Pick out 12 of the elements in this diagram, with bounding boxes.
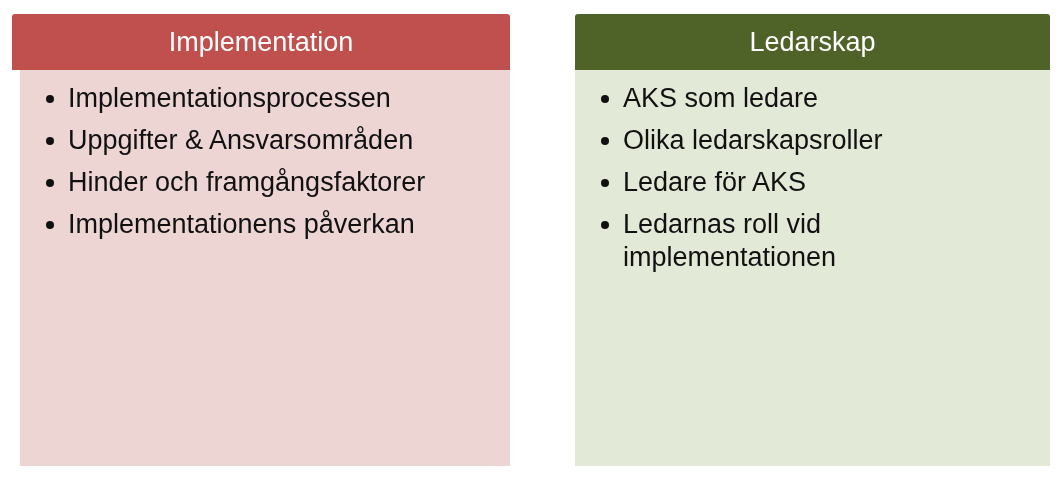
bullet-item: Uppgifter & Ansvarsområden [68,125,414,155]
bullet-item: Implementationens påverkan [68,209,415,239]
bullet-item: Olika ledarskapsroller [623,125,883,155]
bullet-item: Hinder och framgångsfaktorer [68,167,426,197]
list-panel [575,70,1050,466]
list-panel [20,70,510,466]
header-bar: Ledarskap [575,14,1050,70]
bullet-item: Ledarnas roll vid implementationen [623,209,837,272]
bullet-item: Ledare för AKS [623,167,807,197]
bullet-item: AKS som ledare [623,83,819,113]
header-bar: Implementation [12,14,510,70]
bullet-item: Implementationsprocessen [68,83,391,113]
